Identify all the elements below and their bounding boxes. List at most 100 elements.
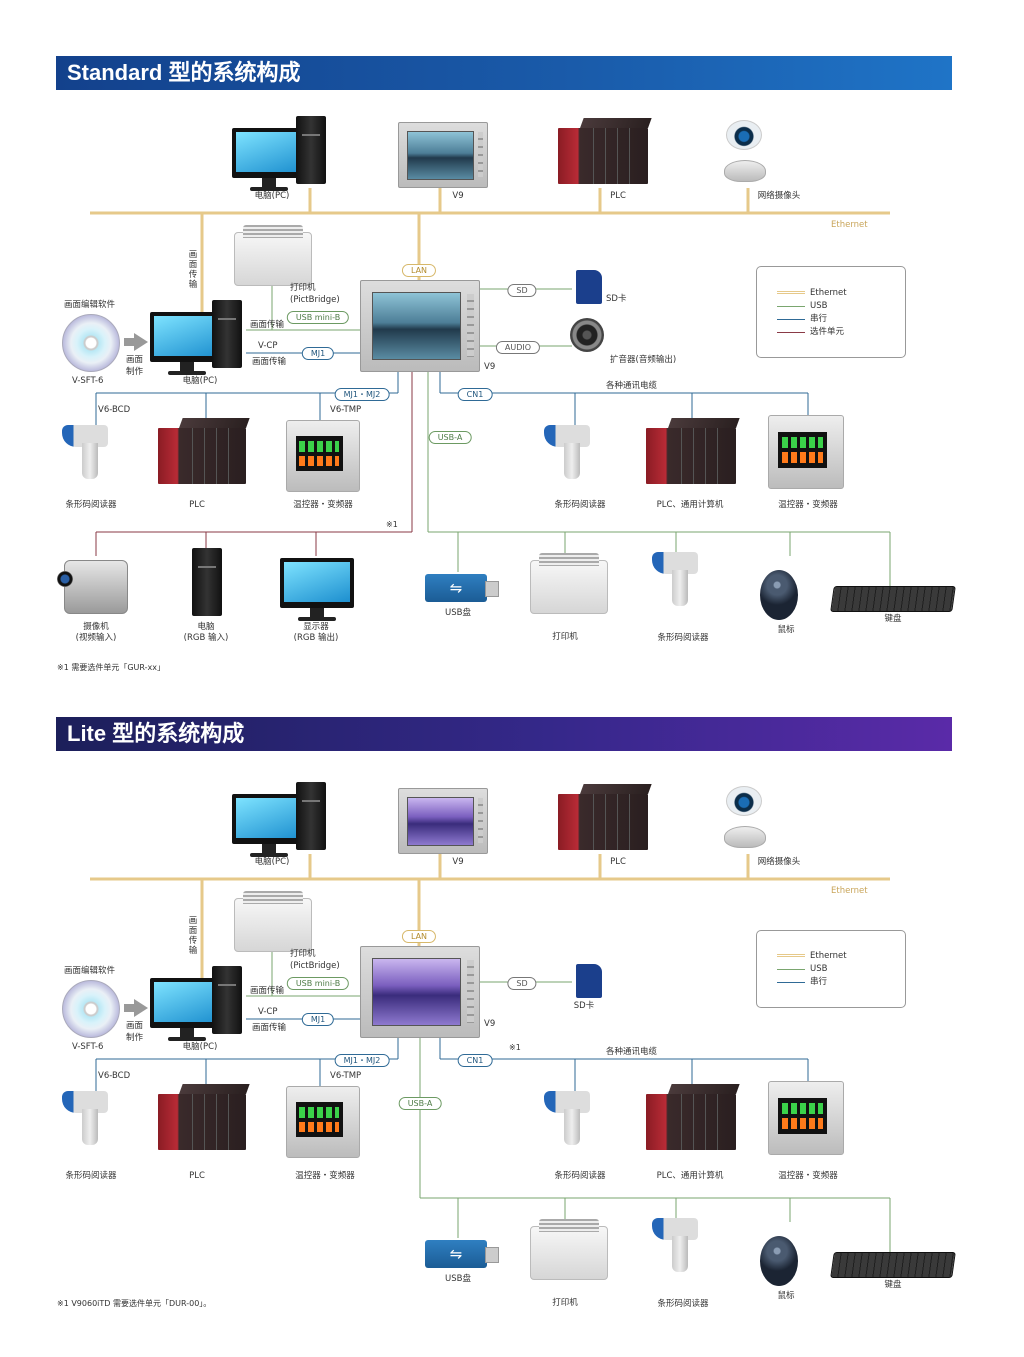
mj1-mj2-pill: MJ1・MJ2 [334,388,390,401]
usb-mini-b-pill: USB mini-B [286,311,350,324]
note-mark: ※1 [386,520,398,529]
barcode-scanner-icon [62,425,108,485]
arrow-icon [124,333,148,351]
plc-icon [558,794,648,850]
legend-ethernet: Ethernet [810,951,847,961]
ethernet-label: Ethernet [831,220,868,230]
usb-mini-b-pill: USB mini-B [286,977,350,990]
pictbridge-label: (PictBridge) [290,961,340,971]
note-mark: ※1 [509,1043,521,1052]
lite-footnote: ※1 V9060iTD 需要选件单元「DUR-00」。 [57,1299,212,1308]
plc-icon [158,1094,246,1150]
usb-a-pill: USB-A [398,1097,442,1110]
barcode-label-1: 条形码阅读器 [65,1171,117,1181]
various-cables-label: 各种通讯电缆 [606,1047,658,1057]
sd-card-icon [576,270,602,304]
screen-transfer-label-2: 画面传输 [252,1023,287,1033]
mouse-label: 鼠标 [777,625,795,635]
arrow-icon [124,999,148,1017]
legend-ethernet: Ethernet [810,288,847,298]
vsft6-label: V-SFT-6 [72,1042,104,1052]
pc-tower-icon [296,782,326,850]
speaker-label: 扩音器(音频输出) [610,355,677,365]
pc-tower-icon [212,300,242,368]
plc-computer-label: PLC、通用计算机 [656,1171,724,1181]
legend-usb: USB [810,964,828,974]
standard-usb-lines [246,275,891,586]
temperature-controller-icon [768,1081,844,1155]
mouse-icon [760,570,798,620]
v6tmp-label: V6-TMP [330,1071,362,1081]
hmi-panel-icon [360,280,480,372]
barcode-label-2: 条形码阅读器 [554,1171,606,1181]
pc-mid-label: 电脑(PC) [182,376,218,386]
barcode-scanner-icon [544,1091,590,1151]
hmi-panel-icon [398,788,488,854]
legend-serial: 串行 [810,314,828,324]
usb-disk-label: USB盘 [445,1274,471,1284]
plc-computer-label: PLC、通用计算机 [656,500,724,510]
screen-transfer-label-1: 画面传输 [250,320,285,330]
keyboard-label: 键盘 [884,614,902,624]
sd-card-label: SD卡 [573,1001,595,1011]
temperature-controller-icon [286,420,360,492]
sd-card-label: SD卡 [606,294,627,304]
cn1-pill: CN1 [457,388,493,401]
temp-ctrl-label-2: 温控器・变频器 [778,1171,838,1181]
camcorder-label-1: 摄像机 [83,622,109,632]
legend-option: 选件单元 [810,327,845,337]
pc-top-device [232,116,326,191]
mj1-pill: MJ1 [301,1013,335,1026]
temp-ctrl-label-2: 温控器・变频器 [778,500,838,510]
v9-top-label: V9 [452,191,464,201]
pc-rgb-label-1: 电脑 [197,622,215,632]
barcode-scanner-icon [62,1091,108,1151]
screen-edit-software-label: 画面编辑软件 [64,300,116,310]
audio-pill: AUDIO [495,341,541,354]
sd-pill: SD [507,284,537,297]
usb-disk-label: USB盘 [445,608,471,618]
screen-make-label-1: 画面 [126,1021,144,1031]
plc-top-label: PLC [610,857,626,867]
v6tmp-label: V6-TMP [330,405,362,415]
legend-usb: USB [810,301,828,311]
speaker-icon [570,318,604,352]
screen-transfer-vertical-label: 画面传输 [188,916,198,956]
pc-mid-device [150,966,242,1041]
temperature-controller-icon [286,1086,360,1158]
barcode-label-1: 条形码阅读器 [65,500,117,510]
hmi-panel-icon [360,946,480,1038]
printer-icon [530,1218,608,1280]
vcp-label: V-CP [258,341,278,351]
monitor-icon [150,978,224,1041]
v9-main-label: V9 [484,362,496,372]
camcorder-label-2: (视频输入) [75,633,117,643]
cd-icon [62,314,120,372]
plc-label-2: PLC [189,1171,205,1181]
v6bcd-label: V6-BCD [98,405,131,415]
webcam-icon [722,786,766,850]
legend-serial: 串行 [810,977,828,987]
standard-option-lines [95,370,413,556]
keyboard-label: 键盘 [884,1280,902,1290]
ethernet-label: Ethernet [831,886,868,896]
mouse-label: 鼠标 [777,1291,795,1301]
hmi-panel-icon [398,122,488,188]
monitor-icon [232,128,306,191]
mouse-icon [760,1236,798,1286]
monitor-icon [280,558,354,621]
pc-tower-icon [296,116,326,184]
printer-label-2: 打印机 [552,632,578,642]
mj1-pill: MJ1 [301,347,335,360]
v9-top-label: V9 [452,857,464,867]
printer-label: 打印机 [290,283,316,293]
screen-make-label-2: 制作 [126,1033,144,1043]
webcam-label: 网络摄像头 [757,191,801,201]
keyboard-icon [830,586,956,612]
screen-transfer-vertical-label: 画面传输 [188,250,198,290]
barcode-scanner-icon [544,425,590,485]
various-cables-label: 各种通讯电缆 [606,381,658,391]
camcorder-icon [57,560,128,614]
barcode-label-3: 条形码阅读器 [657,633,709,643]
temp-ctrl-label-1: 温控器・变频器 [293,500,353,510]
